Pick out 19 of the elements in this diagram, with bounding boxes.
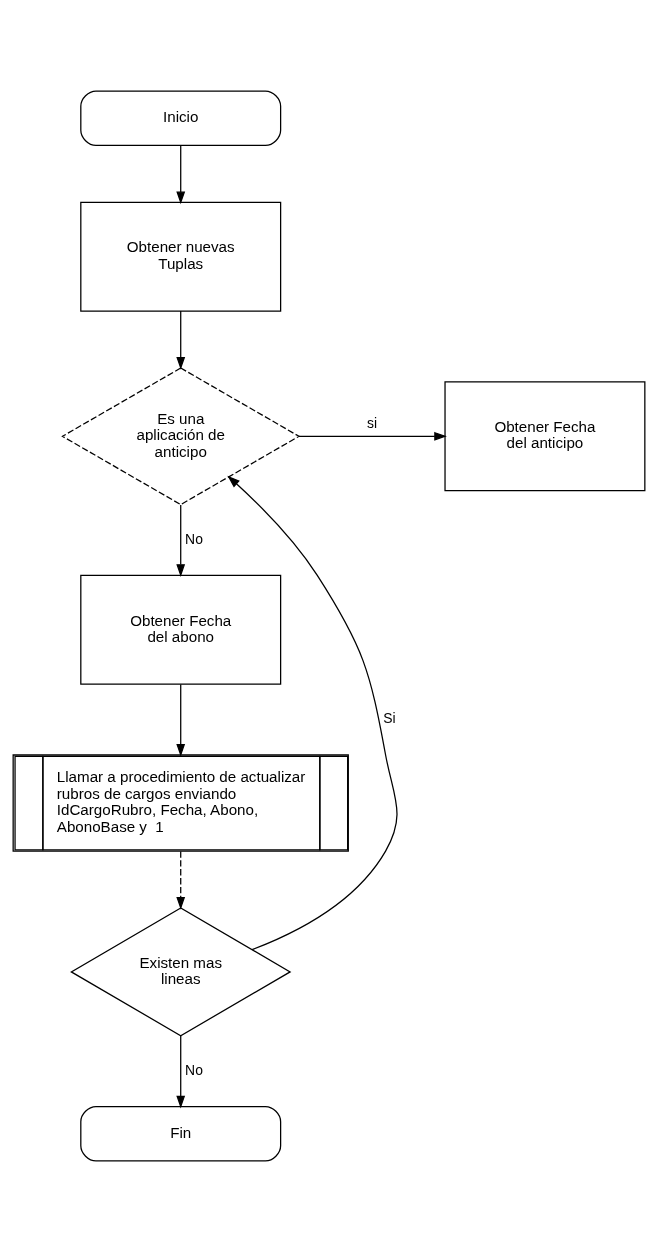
arrow (298, 431, 447, 441)
arrow (227, 475, 398, 950)
node-box: Obtener Fecha del abono (80, 574, 282, 685)
node-box: Obtener nuevas Tuplas (80, 201, 282, 312)
arrow (176, 850, 186, 910)
edge-label: No (185, 530, 203, 547)
edge-label: si (366, 414, 378, 431)
arrow (176, 683, 186, 757)
node-box: Inicio (80, 89, 282, 146)
arrow (176, 310, 186, 370)
node-box: Fin (80, 1105, 282, 1162)
node-box: Obtener Fecha del anticipo (444, 380, 646, 491)
edge-label: Si (383, 709, 396, 726)
arrow (176, 1035, 186, 1108)
node-diamond: Existen mas lineas (70, 906, 292, 1036)
arrow (176, 503, 186, 577)
edge-label: No (185, 1061, 203, 1078)
node-diamond: Es una aplicación de anticipo (61, 366, 301, 505)
arrow (176, 144, 186, 204)
